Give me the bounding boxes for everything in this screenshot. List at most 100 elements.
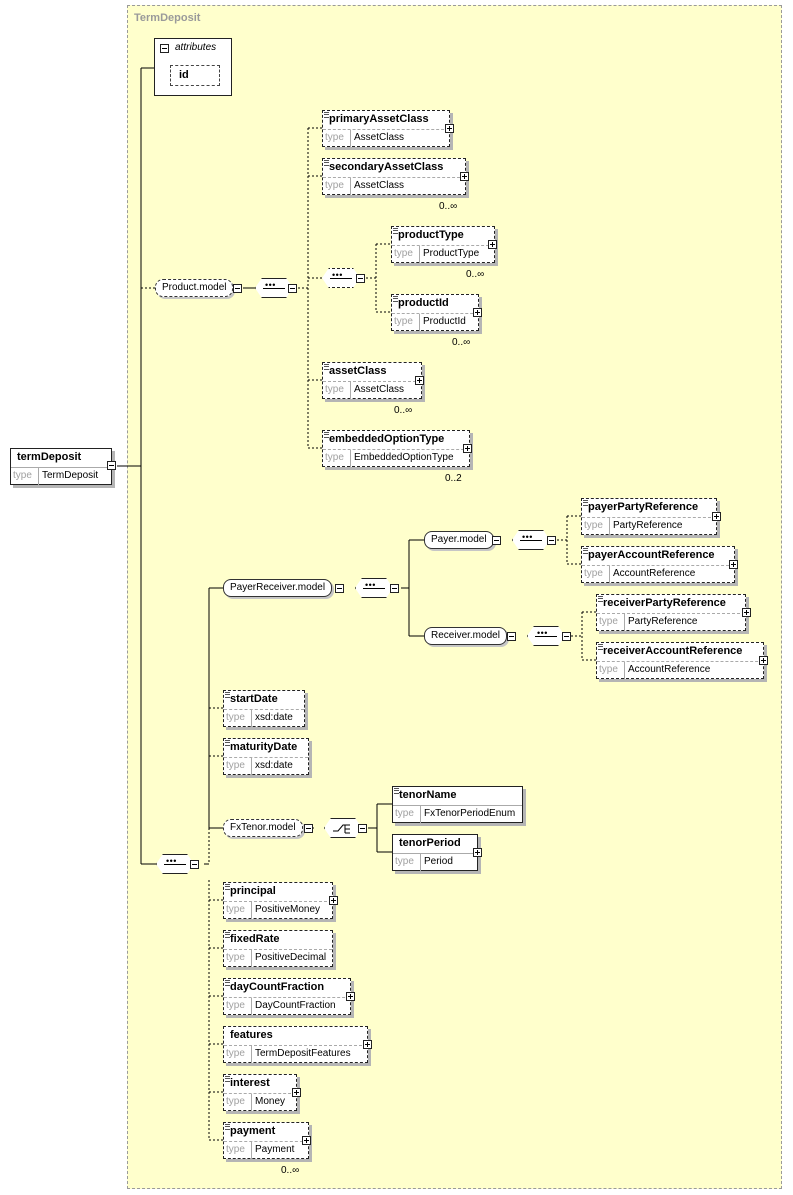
sequence-compositor-icon [156, 854, 194, 874]
attributes-label: attributes [175, 42, 217, 53]
type-key: type [395, 808, 414, 819]
expand-icon[interactable] [460, 172, 469, 181]
type-key: type [395, 856, 414, 867]
collapse-icon[interactable] [160, 44, 169, 53]
expand-icon[interactable] [445, 124, 454, 133]
collapse-icon[interactable] [288, 284, 297, 293]
collapse-icon[interactable] [390, 584, 399, 593]
expand-icon[interactable] [329, 896, 338, 905]
type-value: PositiveDecimal [251, 950, 326, 967]
element-name: startDate [230, 693, 278, 705]
expand-icon[interactable] [363, 1040, 372, 1049]
type-key: type [325, 452, 344, 463]
expand-icon[interactable] [488, 240, 497, 249]
type-value: ProductType [419, 246, 479, 263]
element-name: payerAccountReference [588, 549, 715, 561]
group-payer-receiver-model[interactable]: PayerReceiver.model [223, 579, 333, 597]
choice-compositor-icon [324, 818, 362, 838]
element-name: tenorName [399, 789, 457, 801]
type-key: type [584, 568, 603, 579]
type-key: type [599, 616, 618, 627]
collapse-icon[interactable] [107, 461, 116, 470]
expand-icon[interactable] [759, 656, 768, 665]
element-tenorName[interactable]: tenorName type FxTenorPeriodEnum [392, 786, 523, 823]
type-key: type [325, 180, 344, 191]
type-value: AccountReference [624, 662, 710, 679]
element-name: termDeposit [17, 451, 82, 463]
group-receiver-model[interactable]: Receiver.model [424, 627, 507, 645]
expand-icon[interactable] [742, 608, 751, 617]
type-key: type [226, 1096, 245, 1107]
expand-icon[interactable] [346, 992, 355, 1001]
type-key: type [325, 132, 344, 143]
collapse-icon[interactable] [492, 536, 501, 545]
collapse-icon[interactable] [507, 632, 516, 641]
type-key: type [226, 1144, 245, 1155]
sequence-compositor-icon [527, 626, 565, 646]
expand-icon[interactable] [712, 512, 721, 521]
collapse-icon[interactable] [233, 284, 242, 293]
type-key: type [226, 760, 245, 771]
complex-type-title: TermDeposit [134, 12, 201, 24]
element-name: receiverPartyReference [603, 597, 726, 609]
sequence-compositor-icon [512, 530, 550, 550]
group-payer-model[interactable]: Payer.model [424, 531, 494, 549]
root-element-termDeposit[interactable]: termDeposit type TermDeposit [10, 448, 112, 485]
expand-icon[interactable] [463, 444, 472, 453]
type-value: TermDepositFeatures [251, 1046, 351, 1063]
expand-icon[interactable] [292, 1088, 301, 1097]
type-key: type [584, 520, 603, 531]
collapse-icon[interactable] [358, 824, 367, 833]
type-value: FxTenorPeriodEnum [420, 806, 515, 823]
collapse-icon[interactable] [190, 860, 199, 869]
element-name: interest [230, 1077, 270, 1089]
type-value: TermDeposit [38, 468, 98, 485]
collapse-icon[interactable] [304, 824, 313, 833]
occurrence-label: 0..2 [445, 473, 462, 484]
occurrence-label: 0..∞ [439, 201, 458, 212]
element-name: productId [398, 297, 449, 309]
collapse-icon[interactable] [356, 274, 365, 283]
expand-icon[interactable] [302, 1136, 311, 1145]
type-value: PositiveMoney [251, 902, 320, 919]
sequence-compositor-icon [322, 268, 360, 288]
element-name: fixedRate [230, 933, 280, 945]
expand-icon[interactable] [729, 560, 738, 569]
type-value: AssetClass [350, 178, 404, 195]
expand-icon[interactable] [473, 308, 482, 317]
attributes-box: attributes id [154, 38, 232, 96]
collapse-icon[interactable] [562, 632, 571, 641]
type-value: AssetClass [350, 382, 404, 399]
element-name: dayCountFraction [230, 981, 325, 993]
type-value: EmbeddedOptionType [350, 450, 454, 467]
type-key: type [13, 470, 32, 481]
type-key: type [226, 1000, 245, 1011]
expand-icon[interactable] [415, 376, 424, 385]
collapse-icon[interactable] [547, 536, 556, 545]
group-fx-tenor-model[interactable]: FxTenor.model [223, 819, 303, 837]
collapse-icon[interactable] [335, 584, 344, 593]
expand-icon[interactable] [473, 848, 482, 857]
occurrence-label: 0..∞ [452, 337, 471, 348]
group-product-model[interactable]: Product.model [155, 279, 234, 297]
